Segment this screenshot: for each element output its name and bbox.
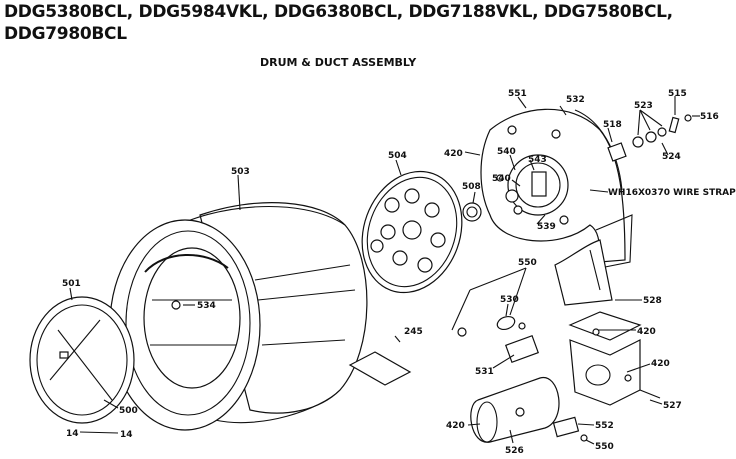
callout-518: 518 [603,120,622,130]
leader-lines [69,96,700,445]
callout-14-icon-ref: 14 [66,429,79,439]
diagram-title-line-1: DDG5380BCL, DDG5984VKL, DDG6380BCL, DDG7… [4,2,673,22]
callout-420-b: 420 [637,327,656,337]
callout-532: 532 [566,95,585,105]
heater-parts [451,289,540,364]
bracket-part-527 [568,311,661,406]
diagram-title-line-2: DDG7980BCL [4,24,127,44]
plate-part-245 [348,351,412,386]
blower-housing-part-551 [480,108,633,269]
callout-516: 516 [700,112,719,122]
callout-501: 501 [62,279,81,289]
callout-540-b: 540 [492,174,511,184]
callout-504: 504 [388,151,407,161]
duct-part-528 [554,239,613,306]
callout-534: 534 [197,301,216,311]
callout-528: 528 [643,296,662,306]
callout-14: 14 [120,430,133,440]
callout-530: 530 [500,295,519,305]
callout-550-b: 550 [595,442,614,452]
callout-508: 508 [462,182,481,192]
callout-527: 527 [663,401,682,411]
callout-531: 531 [475,367,494,377]
callout-420-d: 420 [446,421,465,431]
callout-245: 245 [404,327,423,337]
callout-540: 540 [497,147,516,157]
callout-wire-strap: WH16X0370 WIRE STRAP [608,188,736,198]
callout-539: 539 [537,222,556,232]
callout-515: 515 [668,89,687,99]
drum-rear-head-part-504 [361,170,463,294]
door-seal-part-501 [29,296,135,424]
callout-551: 551 [508,89,527,99]
drum-part-503 [109,202,368,431]
callout-526: 526 [505,446,524,456]
callout-420-c: 420 [651,359,670,369]
callout-550-a: 550 [518,258,537,268]
callout-500: 500 [119,406,138,416]
valve-part-526 [470,377,560,443]
diagram-subtitle: DRUM & DUCT ASSEMBLY [260,56,417,69]
callout-543: 543 [528,155,547,165]
callout-524: 524 [662,152,681,162]
sensor-part-552 [552,416,588,442]
thermostat-parts [607,114,692,162]
bearing-part-508 [462,202,482,222]
callout-552: 552 [595,421,614,431]
callout-503: 503 [231,167,250,177]
callout-420-a: 420 [444,149,463,159]
callout-523: 523 [634,101,653,111]
